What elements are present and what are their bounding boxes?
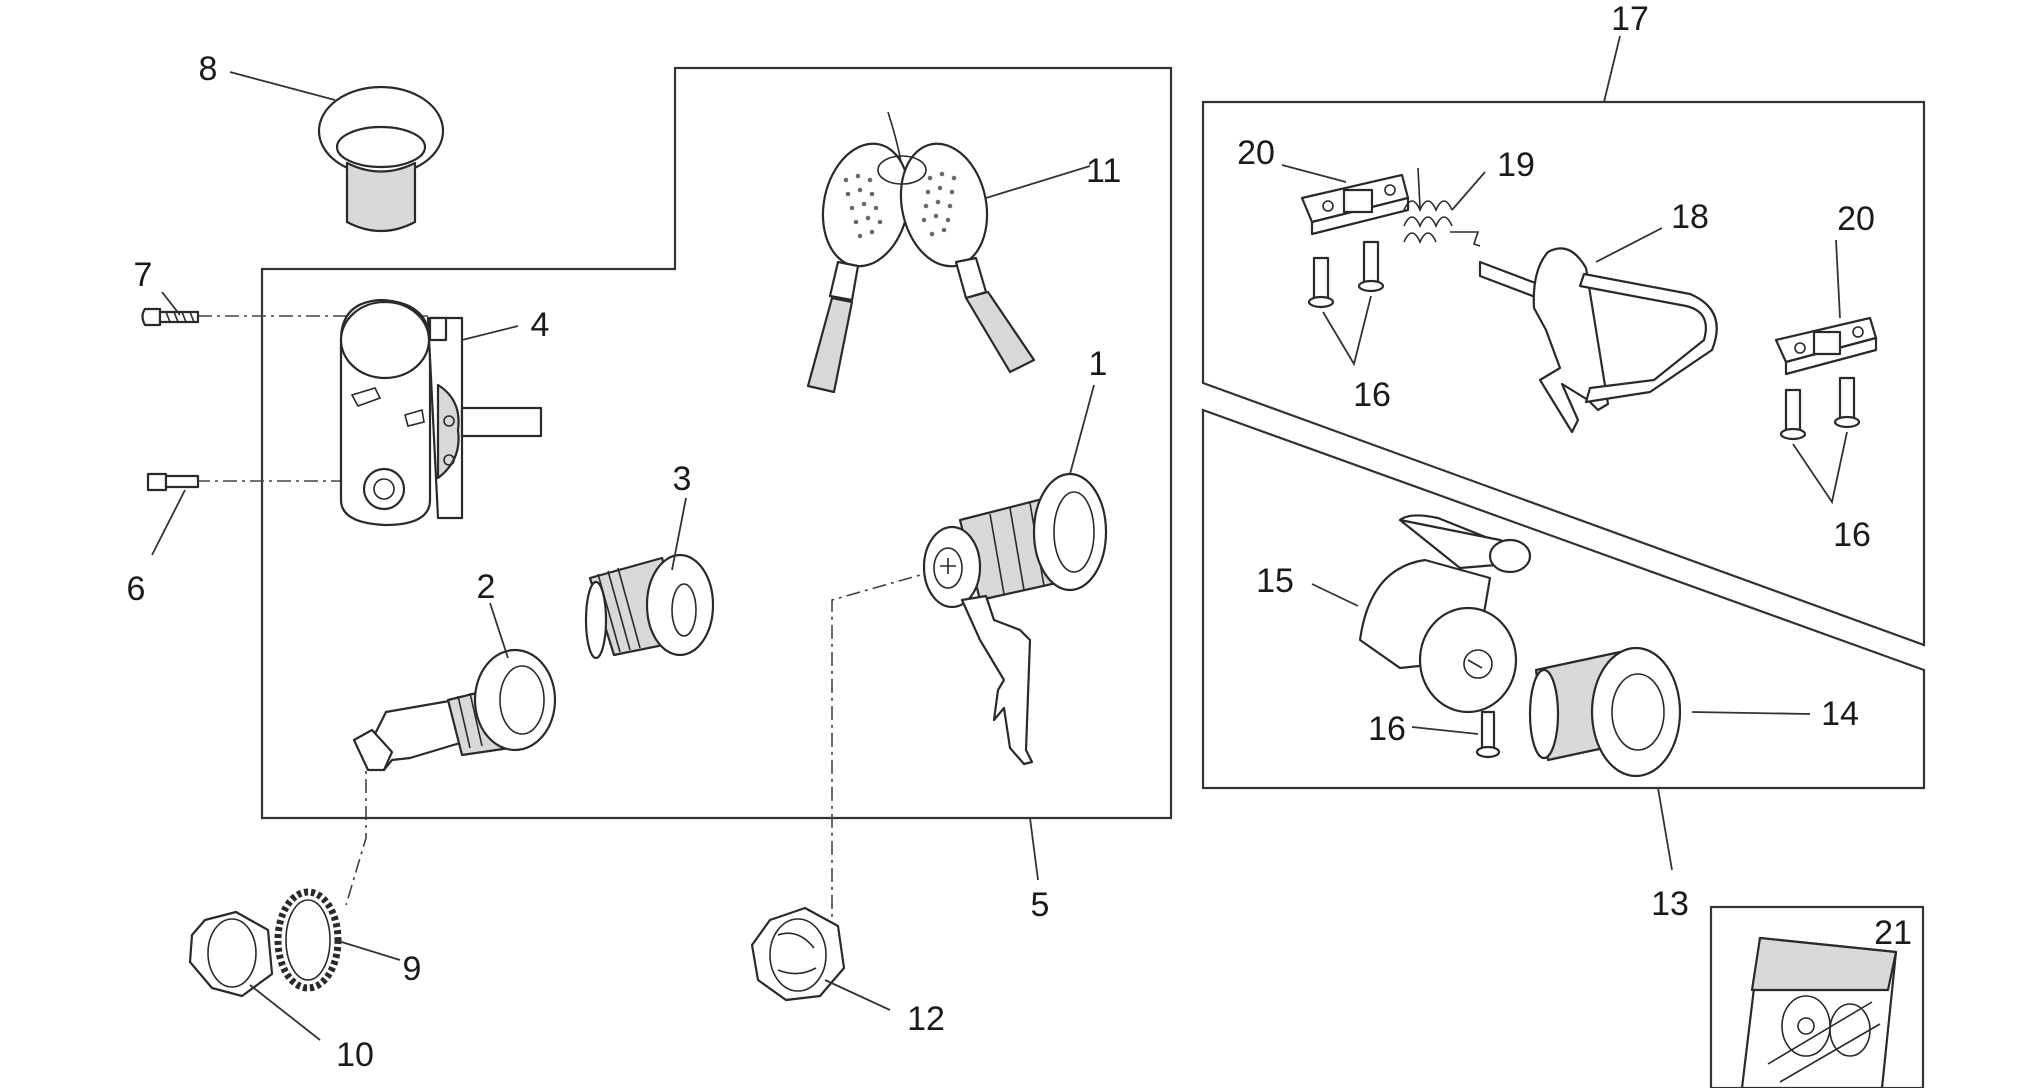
label-10: 10 — [336, 1036, 374, 1074]
part-2-lock-cylinder — [352, 648, 557, 772]
leader-lines — [151, 35, 1848, 1041]
label-13: 13 — [1651, 885, 1689, 923]
label-20-right: 20 — [1837, 200, 1875, 238]
label-11: 11 — [1086, 152, 1121, 190]
label-16-upper-right: 16 — [1833, 516, 1871, 554]
part-20-clamp-left — [1300, 173, 1410, 236]
group-17-frame — [1201, 100, 1926, 647]
part-6-screw — [146, 472, 200, 492]
label-21: 21 — [1874, 914, 1912, 952]
label-16-upper-left: 16 — [1353, 376, 1391, 414]
label-18: 18 — [1671, 198, 1709, 236]
part-16-screws-upper — [1307, 240, 1861, 441]
part-7-screw — [141, 307, 200, 327]
label-7: 7 — [134, 256, 153, 294]
part-9-washer — [274, 888, 342, 992]
label-19: 19 — [1497, 146, 1535, 184]
group-5-frame — [260, 66, 1173, 820]
part-11-keys — [806, 111, 1036, 394]
label-1: 1 — [1089, 345, 1108, 383]
label-8: 8 — [199, 50, 218, 88]
label-15: 15 — [1256, 562, 1294, 600]
label-20-left: 20 — [1237, 134, 1275, 172]
alignment-lines — [196, 315, 939, 932]
part-21-packet — [1740, 936, 1898, 1088]
label-4: 4 — [531, 306, 550, 344]
part-15-lock-housing — [1358, 514, 1532, 714]
label-14: 14 — [1821, 695, 1859, 733]
label-9: 9 — [403, 950, 422, 988]
part-16-screw-lower — [1475, 710, 1501, 759]
label-12: 12 — [907, 1000, 945, 1038]
group-13-frame — [1201, 408, 1926, 790]
part-19-spring — [1403, 167, 1481, 247]
part-1-lock-with-cam — [922, 472, 1108, 766]
part-8-cap — [317, 85, 445, 232]
part-14-sleeve — [1528, 646, 1682, 778]
part-12-nut — [750, 906, 846, 1002]
label-3: 3 — [673, 460, 692, 498]
label-5: 5 — [1031, 886, 1050, 924]
part-10-nut — [188, 910, 274, 998]
part-18-latch — [1478, 247, 1718, 434]
part-3-barrel — [584, 553, 715, 660]
label-16-lower: 16 — [1368, 710, 1406, 748]
label-6: 6 — [127, 570, 146, 608]
label-17: 17 — [1611, 0, 1649, 38]
label-2: 2 — [477, 568, 496, 606]
part-4-lock-body — [339, 298, 543, 527]
part-20-clamp-right — [1774, 316, 1878, 376]
group-21-frame — [1709, 905, 1925, 1088]
